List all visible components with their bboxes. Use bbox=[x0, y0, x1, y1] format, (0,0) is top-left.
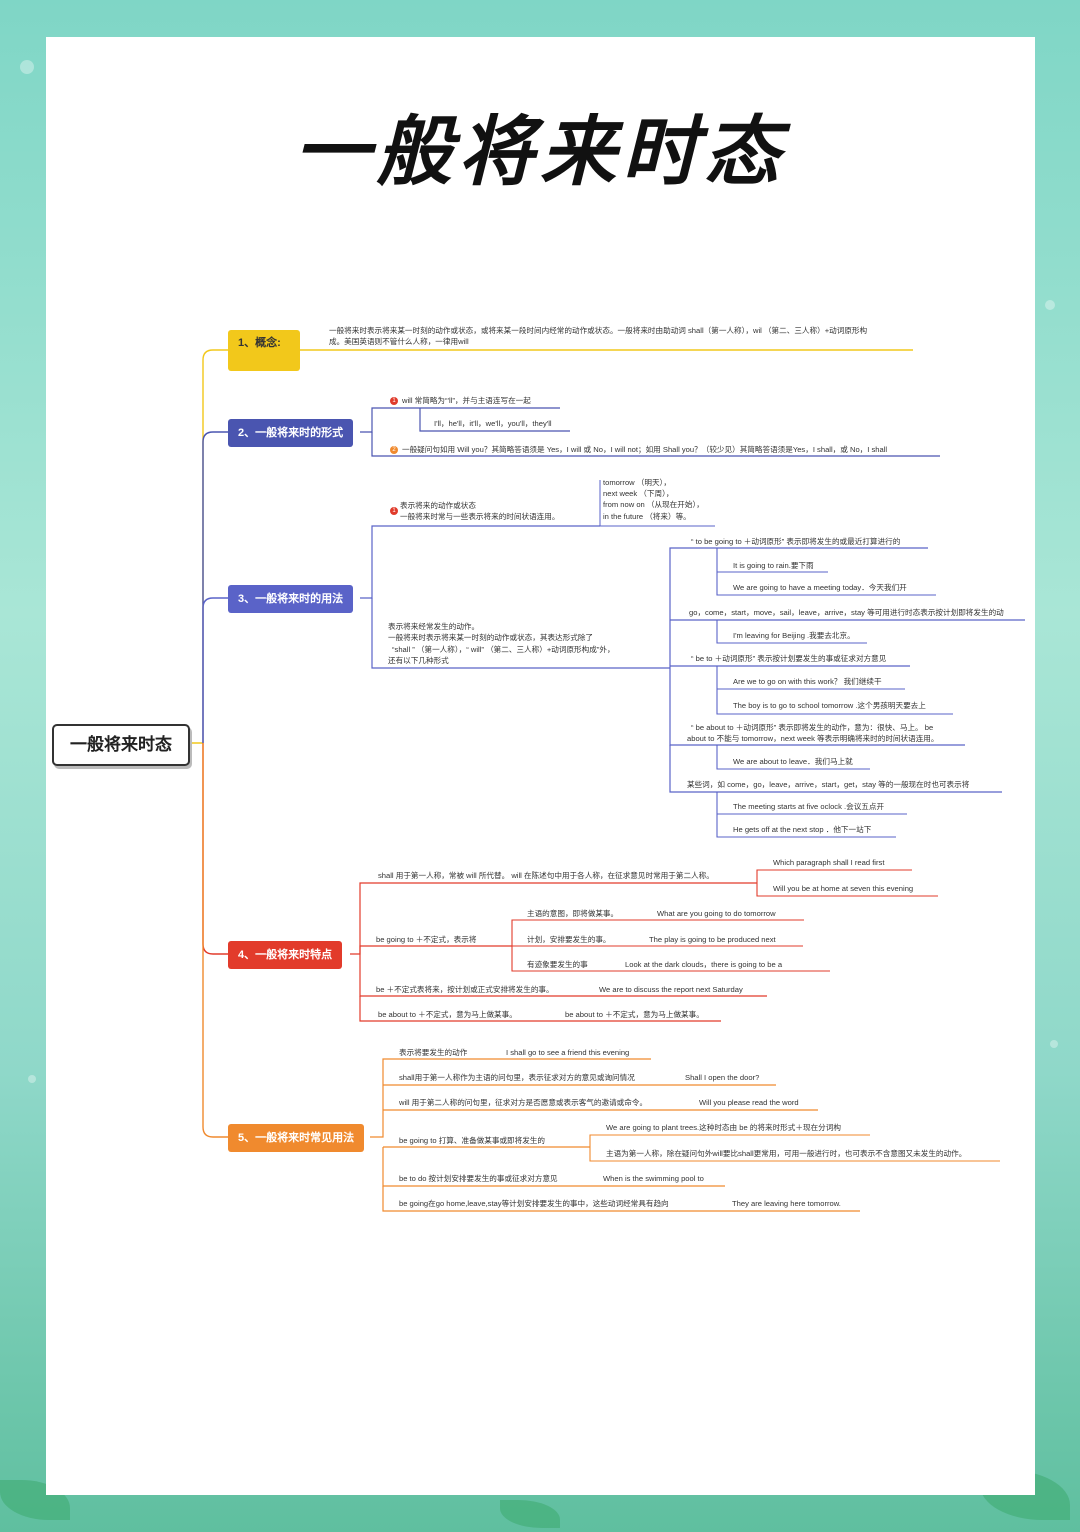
feature-sub: 有迹象要发生的事 bbox=[527, 960, 588, 969]
example-text: 主语为第一人称，除在疑问句外will要比shall更常用，可用一般进行时，也可表… bbox=[606, 1149, 967, 1158]
feature-sub: 计划，安排要发生的事。 bbox=[527, 935, 611, 944]
bubble-decoration bbox=[20, 60, 34, 74]
usage-2-desc: 还有以下几种形式 bbox=[388, 656, 449, 665]
example-text: We are going to plant trees.这种时态由 be 的将来… bbox=[606, 1123, 841, 1132]
time-adverb-2: next week （下周）， bbox=[603, 489, 674, 498]
usage-item: will 用于第二人称的问句里，征求对方是否愿意或表示客气的邀请或命令。 bbox=[399, 1098, 648, 1107]
section-features[interactable]: 4、一般将来时特点 bbox=[228, 941, 343, 969]
example-text: Are we to go on with this work？ 我们继续干 bbox=[733, 677, 882, 686]
bubble-decoration bbox=[1050, 1040, 1058, 1048]
form-be-going-to: “ to be going to ＋动词原形” 表示即将发生的或最近打算进行的 bbox=[691, 537, 901, 546]
section-common-usage[interactable]: 5、一般将来时常见用法 bbox=[228, 1124, 365, 1152]
example-text: He gets off at the next stop ．他下一站下 bbox=[733, 825, 872, 834]
form-progressive: go，come，start，move，sail，leave，arrive，sta… bbox=[689, 608, 1004, 617]
feature-be-infinitive: be ＋不定式表将来，按计划或正式安排将发生的事。 bbox=[376, 985, 554, 994]
example-text: Which paragraph shall I read first bbox=[773, 858, 885, 867]
form-be-to: “ be to ＋动词原形” 表示按计划要发生的事或征求对方意见 bbox=[691, 654, 887, 663]
example-text: Will you be at home at seven this evenin… bbox=[773, 884, 914, 893]
section-concept[interactable]: 1、概念: bbox=[228, 330, 300, 371]
example-text: The play is going to be produced next bbox=[649, 935, 776, 944]
usage-item: be to do 按计划安排要发生的事或征求对方意见 bbox=[399, 1174, 558, 1183]
section-usage[interactable]: 3、一般将来时的用法 bbox=[228, 585, 354, 613]
usage-2-title: 表示将来经常发生的动作。 bbox=[388, 622, 480, 631]
example-text: When is the swimming pool to bbox=[603, 1174, 704, 1183]
bubble-decoration bbox=[1045, 300, 1055, 310]
paper-sheet bbox=[46, 37, 1035, 1495]
usage-2-desc: 一般将来时表示将来某一时刻的动作或状态，其表达形式除了 bbox=[388, 633, 594, 642]
example-text: be about to ＋不定式，意为马上做某事。 bbox=[565, 1010, 704, 1019]
example-text: They are leaving here tomorrow. bbox=[732, 1199, 841, 1208]
section-form[interactable]: 2、一般将来时的形式 bbox=[228, 419, 354, 447]
example-text: We are to discuss the report next Saturd… bbox=[599, 985, 743, 994]
example-text: Shall I open the door? bbox=[685, 1073, 760, 1082]
example-text: We are about to leave．我们马上就 bbox=[733, 757, 853, 766]
example-text: The boy is to go to school tomorrow .这个男… bbox=[733, 701, 926, 710]
example-text: Look at the dark clouds，there is going t… bbox=[625, 960, 783, 969]
usage-1-desc: 一般将来时常与一些表示将来的时间状语连用。 bbox=[400, 512, 560, 521]
number-badge: 1 bbox=[390, 507, 398, 515]
page-title: 一般将来时态 bbox=[294, 107, 786, 196]
form-item-1-example: I'll，he'll，it'll，we'll，you'll，they'll bbox=[434, 419, 552, 428]
form-be-about-to: “ be about to ＋动词原形” 表示即将发生的动作，意为：很快、马上。… bbox=[691, 723, 934, 732]
usage-2-desc: “shall ” （第一人称），“ will” （第二、三人称）+动词原形构成”… bbox=[392, 645, 615, 654]
form-item-2: 一般疑问句如用 Will you？其简略答语须是 Yes，I will 或 No… bbox=[402, 445, 888, 454]
usage-item: shall用于第一人称作为主语的问句里，表示征求对方的意见或询问情况 bbox=[399, 1073, 635, 1082]
concept-text-1: 一般将来时表示将来某一时刻的动作或状态，或将来某一段时间内经常的动作或状态。一般… bbox=[329, 326, 868, 335]
form-item-1: will 常简略为“'ll”，并与主语连写在一起 bbox=[402, 396, 531, 405]
form-simple-present: 某些词，如 come，go，leave，arrive，start，get，sta… bbox=[687, 780, 970, 789]
usage-item: be going在go home,leave,stay等计划安排要发生的事中，这… bbox=[399, 1199, 669, 1208]
feature-be-about-to: be about to ＋不定式，意为马上做某事。 bbox=[378, 1010, 517, 1019]
usage-item: be going to 打算、准备做某事或即将发生的 bbox=[399, 1136, 545, 1145]
feature-be-going-to: be going to ＋不定式，表示将 bbox=[376, 935, 477, 944]
example-text: We are going to have a meeting today．今天我… bbox=[733, 583, 907, 592]
bubble-decoration bbox=[28, 1075, 36, 1083]
form-be-about-to: about to 不能与 tomorrow，next week 等表示明确将来时… bbox=[687, 734, 939, 743]
example-text: Will you please read the word bbox=[699, 1098, 799, 1107]
example-text: I'm leaving for Beijing .我要去北京。 bbox=[733, 631, 855, 640]
time-adverb-1: tomorrow （明天）， bbox=[603, 478, 671, 487]
example-text: I shall go to see a friend this evening bbox=[506, 1048, 630, 1057]
example-text: It is going to rain.要下雨 bbox=[733, 561, 814, 570]
number-badge: 2 bbox=[390, 446, 398, 454]
feature-sub: 主语的意图，即将做某事。 bbox=[527, 909, 619, 918]
time-adverb-3: from now on （从现在开始）， bbox=[603, 500, 704, 509]
usage-item: 表示将要发生的动作 bbox=[399, 1048, 468, 1057]
example-text: What are you going to do tomorrow bbox=[657, 909, 776, 918]
usage-1-title: 表示将来的动作或状态 bbox=[400, 501, 476, 510]
number-badge: 1 bbox=[390, 397, 398, 405]
time-adverb-4: in the future （将来）等。 bbox=[603, 512, 691, 521]
feature-shall-will: shall 用于第一人称，常被 will 所代替。 will 在陈述句中用于各人… bbox=[378, 871, 714, 880]
root-node[interactable]: 一般将来时态 bbox=[52, 724, 190, 766]
example-text: The meeting starts at five oclock .会议五点开 bbox=[733, 802, 885, 811]
concept-text-2: 成。美国英语则不管什么人称，一律用will bbox=[329, 337, 469, 346]
